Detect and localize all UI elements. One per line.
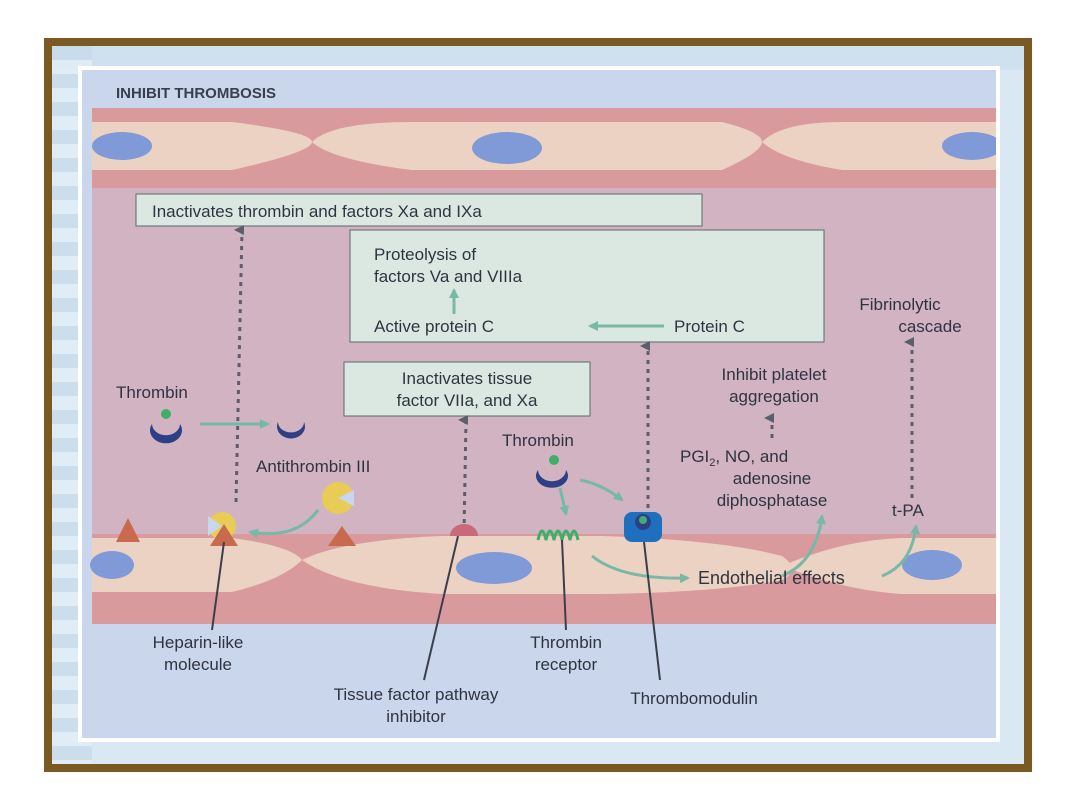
thrombin-receptor-line2: receptor	[535, 655, 598, 674]
arrow-thrombin-to-receptor	[558, 487, 570, 516]
box-inactivates-thrombin-text: Inactivates thrombin and factors Xa and …	[152, 202, 482, 221]
heparin-icon-2	[210, 524, 238, 546]
antithrombin-label: Antithrombin III	[256, 457, 370, 476]
tfpi-label-line1: Tissue factor pathway	[334, 685, 499, 704]
inhibit-platelet-line2: aggregation	[729, 387, 819, 406]
leader-heparin	[211, 541, 225, 631]
nucleus-top-2	[472, 132, 542, 164]
inactivates-tissue-line2: factor VIIa, and Xa	[397, 391, 538, 410]
thrombin-icon-left	[150, 409, 182, 444]
tfpi-label-line2: inhibitor	[386, 707, 446, 726]
dashed-arrow-tfpi	[458, 415, 469, 533]
leader-tfpi	[423, 535, 459, 681]
thrombomodulin-icon	[624, 512, 662, 542]
nucleus-bottom-3	[902, 550, 962, 580]
leader-thrombomodulin	[643, 541, 661, 681]
leader-receptor	[561, 539, 567, 631]
nucleus-top-3	[942, 132, 996, 160]
heparin-icon-3	[328, 526, 356, 546]
protein-c-label: Protein C	[674, 317, 745, 336]
inactivates-tissue-line1: Inactivates tissue	[402, 369, 532, 388]
thrombomodulin-label: Thrombomodulin	[630, 689, 758, 708]
inactivated-thrombin-icon	[277, 422, 305, 439]
thrombin-center-label: Thrombin	[502, 431, 574, 450]
curved-arrow-antithrombin	[248, 509, 320, 539]
endothelial-cell-bottom-1	[92, 538, 302, 592]
thrombin-icon-center	[536, 455, 568, 488]
box-inactivates-tissue	[343, 361, 591, 417]
heparin-label-line1: Heparin-like	[153, 633, 244, 652]
active-protein-c-label: Active protein C	[374, 317, 494, 336]
heparin-label-line2: molecule	[164, 655, 232, 674]
endothelial-cell-top-1	[92, 122, 312, 170]
proteolysis-line2: factors Va and VIIIa	[374, 267, 523, 286]
arrow-to-pgi	[781, 514, 826, 578]
figure-title: INHIBIT THROMBOSIS	[116, 85, 276, 102]
thrombin-receptor-icon	[536, 529, 580, 541]
box-inactivates-thrombin	[135, 193, 703, 227]
pgi-line1: PGI2, NO, and	[680, 447, 788, 469]
nucleus-bottom-2	[456, 552, 532, 584]
tpa-label: t-PA	[892, 501, 924, 520]
proteolysis-line1: Proteolysis of	[374, 245, 476, 264]
nucleus-top-1	[92, 132, 152, 160]
pgi-line3: diphosphatase	[717, 491, 828, 510]
box-protein-c	[349, 229, 825, 343]
fibrinolytic-line1: Fibrinolytic	[859, 295, 941, 314]
tfpi-icon	[450, 524, 478, 536]
arrow-receptor-to-endothelial	[591, 554, 690, 584]
arrow-thrombin-to-thrombomodulin	[579, 478, 624, 502]
arrow-to-tpa	[881, 524, 921, 578]
endothelial-cell-top-3	[762, 122, 996, 170]
endothelial-effects-label: Endothelial effects	[698, 568, 845, 588]
inhibit-platelet-line1: Inhibit platelet	[722, 365, 827, 384]
thrombosis-diagram: INHIBIT THROMBOSIS Inactivates thrombin …	[90, 85, 996, 726]
heparin-icon-1	[116, 518, 140, 542]
dashed-arrow-antithrombin	[234, 225, 245, 503]
antithrombin-icon-free	[322, 482, 354, 514]
thrombin-receptor-line1: Thrombin	[530, 633, 602, 652]
thrombin-left-label: Thrombin	[116, 383, 188, 402]
figure-photo: INHIBIT THROMBOSIS Inactivates thrombin …	[82, 70, 996, 738]
fibrinolytic-line2: cascade	[898, 317, 961, 336]
nucleus-bottom-1	[90, 551, 134, 579]
pgi-line2: adenosine	[733, 469, 811, 488]
